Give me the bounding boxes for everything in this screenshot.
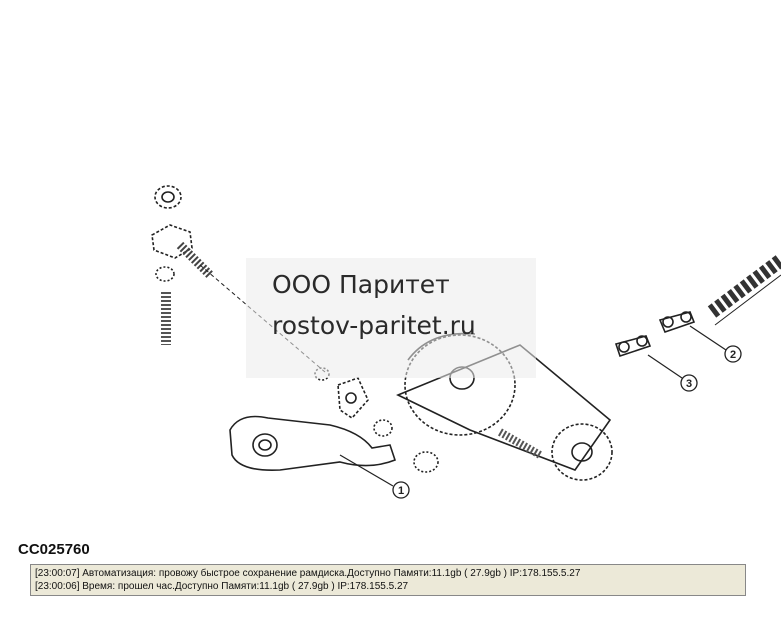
watermark-background xyxy=(246,258,536,378)
callout-3: 3 xyxy=(680,374,698,392)
roller-chain xyxy=(707,254,781,326)
tensioner-arm xyxy=(229,415,396,472)
part-code: CC025760 xyxy=(18,541,90,558)
log-line: [23:00:06] Время: прошел час.Доступно Па… xyxy=(35,581,409,592)
status-log: [23:00:07] Автоматизация: провожу быстро… xyxy=(30,564,746,596)
svg-text:2: 2 xyxy=(730,349,736,361)
nut-top xyxy=(154,185,182,209)
watermark-company: ООО Паритет xyxy=(272,270,450,299)
watermark-url: rostov-paritet.ru xyxy=(272,311,476,340)
bracket-plate xyxy=(337,377,369,420)
driven-sprocket xyxy=(551,423,613,481)
svg-text:3: 3 xyxy=(686,378,692,390)
bolt-head xyxy=(151,224,214,279)
offset-link xyxy=(614,335,652,358)
log-line: [23:00:07] Автоматизация: провожу быстро… xyxy=(35,568,581,579)
callout-2: 2 xyxy=(724,345,742,363)
washer xyxy=(155,266,175,282)
svg-text:1: 1 xyxy=(398,485,404,497)
callout-1: 1 xyxy=(392,481,410,499)
connecting-link xyxy=(658,311,696,334)
